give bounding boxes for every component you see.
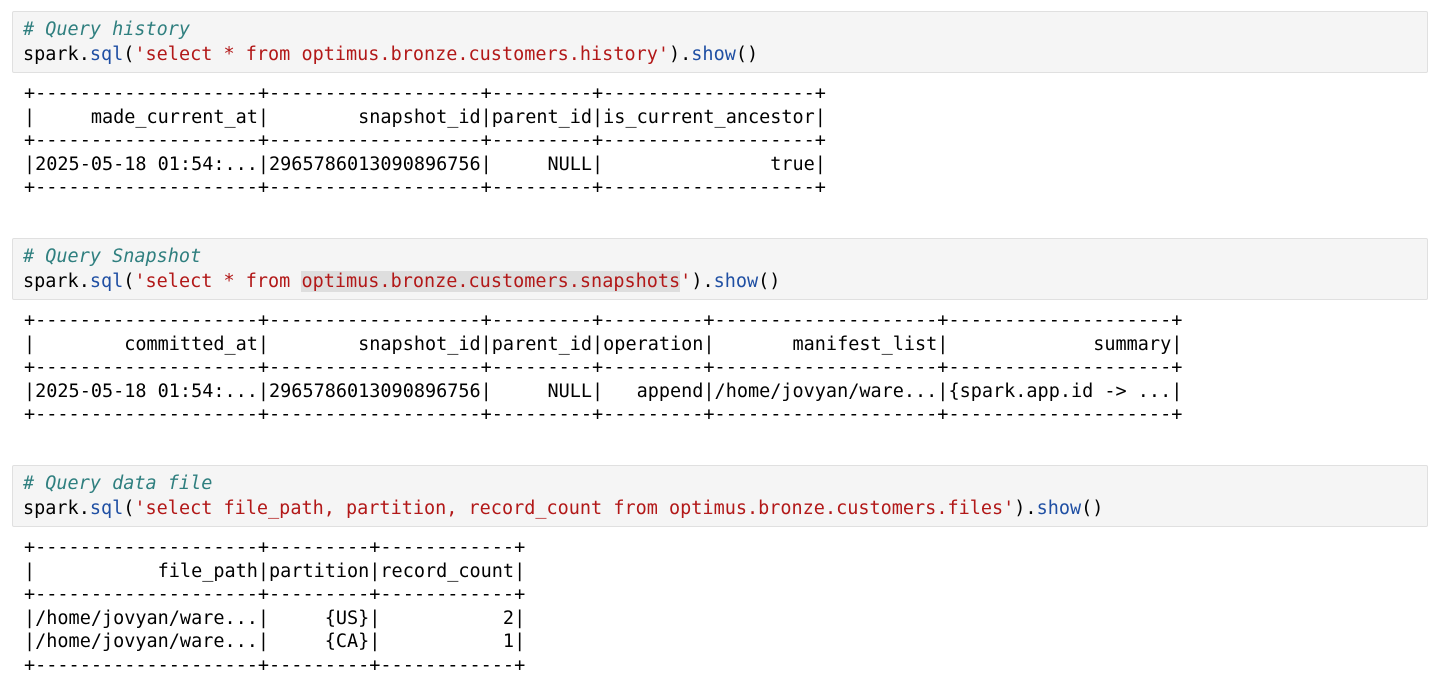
code-function-name: sql — [90, 44, 123, 65]
code-text: () — [736, 44, 758, 65]
code-string: 'select * from — [134, 271, 301, 292]
code-text: ( — [123, 44, 134, 65]
code-cell-files[interactable]: # Query data file spark.sql('select file… — [12, 465, 1428, 527]
code-comment: # Query data file — [23, 472, 212, 496]
code-text: () — [1081, 498, 1103, 519]
output-line: |2025-05-18 01:54:...|296578601309089675… — [24, 380, 1182, 404]
output-line: | committed_at| snapshot_id|parent_id|op… — [24, 333, 1182, 357]
code-statement[interactable]: spark.sql('select * from optimus.bronze.… — [23, 270, 780, 294]
output-line: +--------------------+---------+--------… — [24, 536, 525, 560]
output-line: |/home/jovyan/ware...| {CA}| 1| — [24, 630, 525, 654]
output-line: |2025-05-18 01:54:...|296578601309089675… — [24, 153, 826, 177]
output-line: +--------------------+------------------… — [24, 403, 1182, 427]
cell-output-files: +--------------------+---------+--------… — [24, 536, 525, 677]
code-text: ). — [691, 271, 713, 292]
output-line: |/home/jovyan/ware...| {US}| 2| — [24, 607, 525, 631]
output-line: | made_current_at| snapshot_id|parent_id… — [24, 106, 826, 130]
code-cell-history[interactable]: # Query history spark.sql('select * from… — [12, 11, 1428, 73]
cell-output-snapshots: +--------------------+------------------… — [24, 309, 1182, 427]
code-text: spark. — [23, 271, 90, 292]
code-statement[interactable]: spark.sql('select * from optimus.bronze.… — [23, 43, 758, 67]
output-line: +--------------------+------------------… — [24, 176, 826, 200]
code-method-name: show — [691, 44, 736, 65]
code-text: spark. — [23, 498, 90, 519]
code-method-name: show — [1037, 498, 1082, 519]
output-line: +--------------------+------------------… — [24, 82, 826, 106]
code-comment: # Query Snapshot — [23, 245, 201, 269]
code-text: ). — [669, 44, 691, 65]
code-text: ( — [123, 271, 134, 292]
output-line: +--------------------+---------+--------… — [24, 654, 525, 677]
output-line: +--------------------+------------------… — [24, 356, 1182, 380]
output-line: +--------------------+------------------… — [24, 309, 1182, 333]
code-text: () — [758, 271, 780, 292]
cell-output-history: +--------------------+------------------… — [24, 82, 826, 200]
code-string: ' — [680, 271, 691, 292]
code-comment: # Query history — [23, 18, 190, 42]
code-statement[interactable]: spark.sql('select file_path, partition, … — [23, 497, 1103, 521]
output-line: | file_path|partition|record_count| — [24, 560, 525, 584]
code-text: spark. — [23, 44, 90, 65]
code-text: ). — [1014, 498, 1036, 519]
code-method-name: show — [714, 271, 759, 292]
output-line: +--------------------+------------------… — [24, 129, 826, 153]
code-string: 'select file_path, partition, record_cou… — [134, 498, 1014, 519]
code-function-name: sql — [90, 271, 123, 292]
code-function-name: sql — [90, 498, 123, 519]
code-text: ( — [123, 498, 134, 519]
output-line: +--------------------+---------+--------… — [24, 583, 525, 607]
code-cell-snapshots[interactable]: # Query Snapshot spark.sql('select * fro… — [12, 238, 1428, 300]
code-string: 'select * from optimus.bronze.customers.… — [134, 44, 669, 65]
code-string-highlight: optimus.bronze.customers.snapshots — [301, 271, 680, 292]
